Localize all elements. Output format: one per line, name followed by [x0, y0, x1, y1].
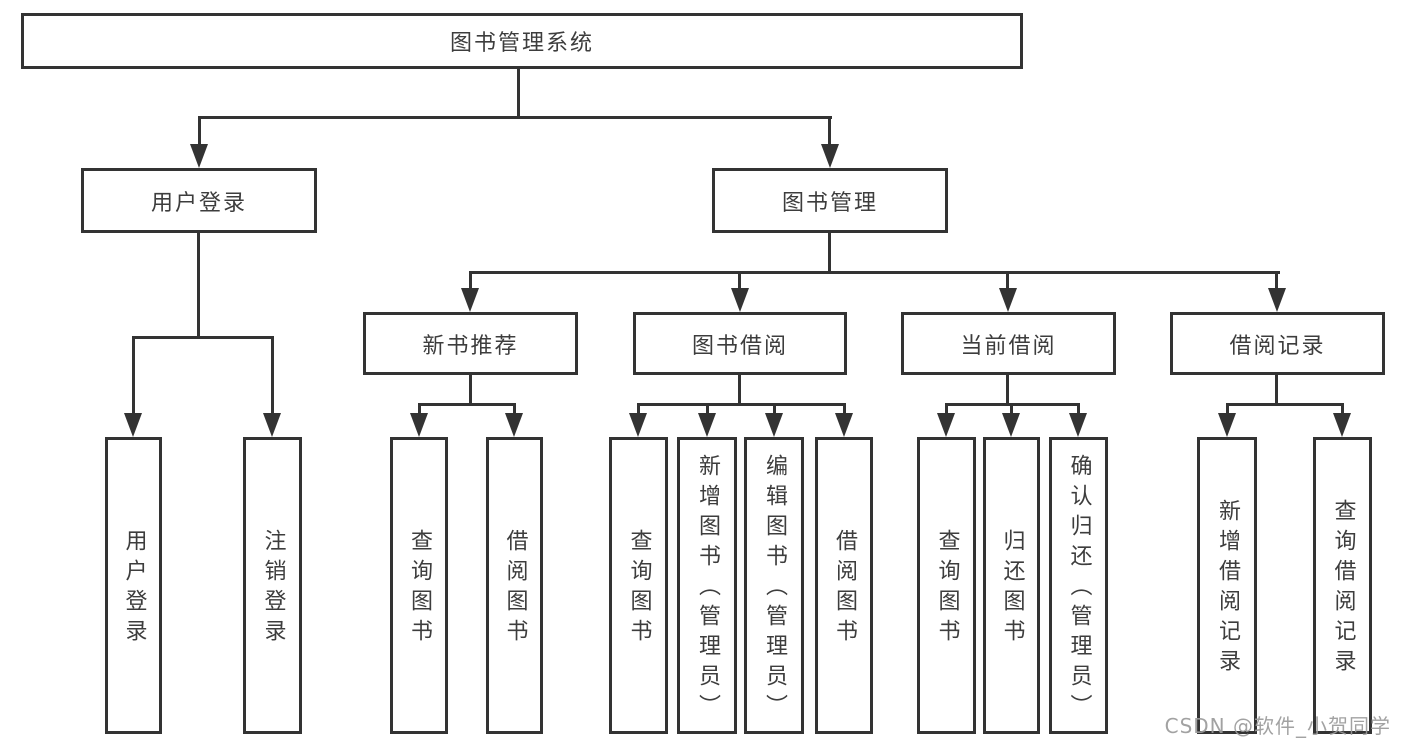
arrowhead-down-icon [1218, 413, 1236, 437]
csdn-watermark: CSDN @软件_小贺同学 [1164, 714, 1391, 738]
node-book-management: 图书管理 [712, 168, 948, 233]
connector-line [132, 336, 135, 417]
arrowhead-down-icon [461, 288, 479, 312]
connector-line [1226, 403, 1229, 417]
arrowhead-down-icon [698, 413, 716, 437]
connector-line [945, 403, 948, 417]
leaf-query-books-recommend: 查询图书 [390, 437, 448, 734]
connector-line [517, 69, 520, 118]
arrowhead-down-icon [999, 288, 1017, 312]
arrowhead-down-icon [1002, 413, 1020, 437]
leaf-logout: 注销登录 [243, 437, 302, 734]
connector-line [637, 403, 846, 406]
arrowhead-down-icon [629, 413, 647, 437]
connector-line [197, 233, 200, 338]
connector-line [828, 233, 831, 274]
arrowhead-down-icon [937, 413, 955, 437]
leaf-query-books-borrowing: 查询图书 [609, 437, 668, 734]
connector-line [198, 116, 832, 119]
connector-line [1006, 271, 1009, 293]
node-new-book-recommendation: 新书推荐 [363, 312, 578, 375]
node-current-borrowing: 当前借阅 [901, 312, 1116, 375]
arrowhead-down-icon [410, 413, 428, 437]
connector-line [1077, 403, 1080, 417]
node-book-borrowing: 图书借阅 [633, 312, 847, 375]
leaf-return-books: 归还图书 [983, 437, 1040, 734]
node-borrow-records: 借阅记录 [1170, 312, 1385, 375]
arrowhead-down-icon [835, 413, 853, 437]
connector-line [469, 271, 1280, 274]
arrowhead-down-icon [821, 144, 839, 168]
connector-line [637, 403, 640, 417]
connector-line [1006, 375, 1009, 406]
arrowhead-down-icon [263, 413, 281, 437]
connector-line [469, 271, 472, 293]
arrowhead-down-icon [1333, 413, 1351, 437]
connector-line [469, 375, 472, 406]
connector-line [738, 375, 741, 406]
node-library-management-system: 图书管理系统 [21, 13, 1023, 69]
leaf-query-books-current: 查询图书 [917, 437, 976, 734]
connector-line [706, 403, 709, 417]
connector-line [1275, 375, 1278, 406]
leaf-add-borrow-record: 新增借阅记录 [1197, 437, 1257, 734]
connector-line [198, 116, 201, 149]
connector-line [1226, 403, 1344, 406]
connector-line [1275, 271, 1278, 293]
connector-line [418, 403, 421, 417]
connector-line [1010, 403, 1013, 417]
connector-line [1341, 403, 1344, 417]
arrowhead-down-icon [190, 144, 208, 168]
connector-line [773, 403, 776, 417]
leaf-borrow-books-recommend: 借阅图书 [486, 437, 543, 734]
connector-line [843, 403, 846, 417]
connector-line [418, 403, 516, 406]
connector-line [132, 336, 274, 339]
arrowhead-down-icon [1069, 413, 1087, 437]
arrowhead-down-icon [731, 288, 749, 312]
connector-line [738, 271, 741, 293]
leaf-add-books-admin: 新增图书（管理员） [677, 437, 737, 734]
connector-line [271, 336, 274, 417]
leaf-borrow-books-borrowing: 借阅图书 [815, 437, 873, 734]
leaf-user-login: 用户登录 [105, 437, 162, 734]
arrowhead-down-icon [124, 413, 142, 437]
arrowhead-down-icon [505, 413, 523, 437]
connector-line [828, 116, 831, 149]
arrowhead-down-icon [1268, 288, 1286, 312]
connector-line [513, 403, 516, 417]
leaf-query-borrow-record: 查询借阅记录 [1313, 437, 1372, 734]
leaf-confirm-return-admin: 确认归还（管理员） [1049, 437, 1108, 734]
leaf-edit-books-admin: 编辑图书（管理员） [744, 437, 804, 734]
node-user-login: 用户登录 [81, 168, 317, 233]
arrowhead-down-icon [765, 413, 783, 437]
